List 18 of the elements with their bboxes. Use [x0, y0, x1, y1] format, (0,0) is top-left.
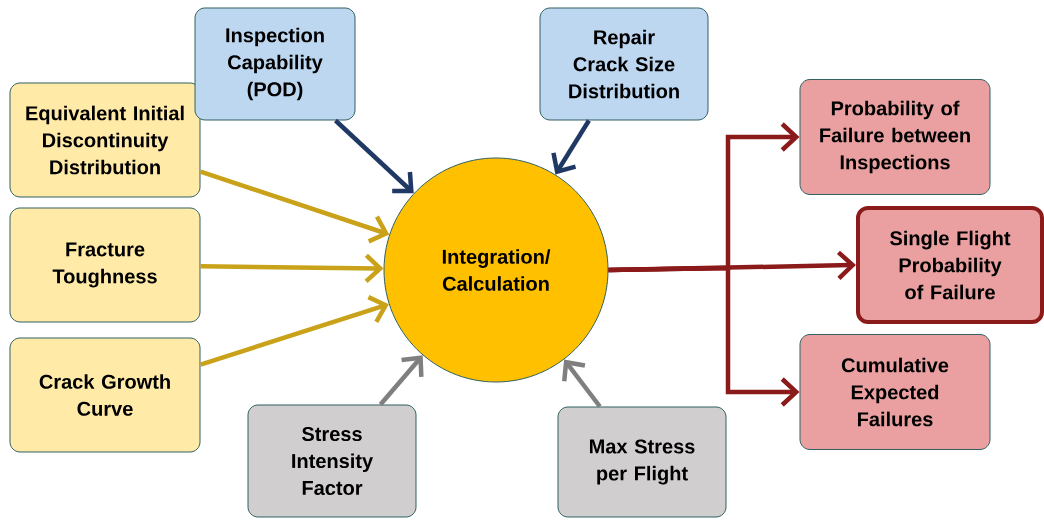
input-box: Crack Growth Curve	[9, 337, 201, 453]
input-box: Stress Intensity Factor	[247, 404, 417, 518]
arrow	[378, 355, 424, 406]
arrow	[200, 253, 384, 283]
input-box: Equivalent Initial Discontinuity Distribution	[9, 82, 201, 198]
input-box: Max Stress per Flight	[557, 406, 727, 518]
output-box: Cumulative Expected Failures	[799, 334, 991, 450]
arrow	[334, 118, 414, 194]
input-box: Fracture Toughness	[9, 207, 201, 323]
input-box: Inspection Capability (POD)	[194, 7, 356, 121]
output-box: Single Flight Probability of Failure	[856, 206, 1044, 324]
arrow	[199, 169, 390, 244]
arrow	[608, 265, 800, 407]
output-box: Probability of Failure between Inspections	[799, 79, 991, 195]
input-box: Repair Crack Size Distribution	[539, 7, 709, 121]
arrow	[551, 119, 591, 175]
arrow	[199, 295, 389, 367]
arrow	[562, 359, 602, 408]
